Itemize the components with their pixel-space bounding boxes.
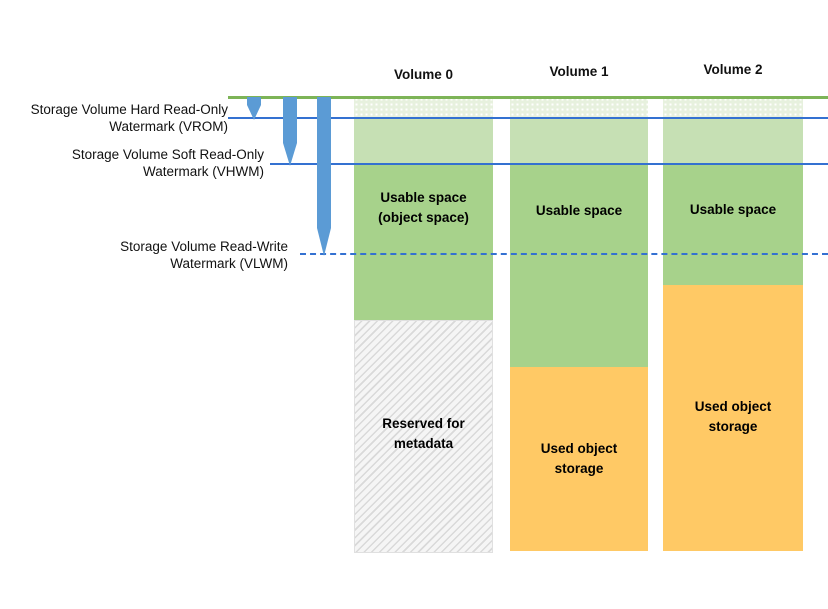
vlwm-label: Storage Volume Read-Write Watermark (VLW… xyxy=(120,238,288,272)
volume-0-reserved-label-line1: Reserved for xyxy=(382,416,465,431)
vhwm-watermark-line xyxy=(270,162,828,165)
vhwm-label: Storage Volume Soft Read-Only Watermark … xyxy=(72,146,264,180)
vhwm-pointer-icon xyxy=(283,97,297,166)
vrom-pointer-icon xyxy=(247,97,261,120)
vhwm-label-line2: Watermark (VHWM) xyxy=(143,164,264,179)
volume-2-title: Volume 2 xyxy=(703,62,763,77)
volume-0-soft-readonly-zone xyxy=(354,118,493,164)
volume-0-hard-readonly-zone xyxy=(354,97,493,118)
vrom-label-line1: Storage Volume Hard Read-Only xyxy=(30,102,228,117)
vlwm-label-line1: Storage Volume Read-Write xyxy=(120,239,288,254)
volume-1-bar: Usable space Used object storage xyxy=(510,97,648,551)
vlwm-pointer-icon xyxy=(317,97,331,256)
volume-1-used-storage-section: Used object storage xyxy=(510,367,648,551)
volume-2-used-storage-section: Used object storage xyxy=(663,285,803,551)
volume-2-soft-readonly-zone xyxy=(663,118,803,164)
vrom-label-line2: Watermark (VROM) xyxy=(109,119,228,134)
volume-1-title: Volume 1 xyxy=(549,64,609,79)
vrom-watermark-line xyxy=(228,116,828,119)
volume-0-usable-label-line1: Usable space xyxy=(380,190,467,205)
volume-0-title: Volume 0 xyxy=(393,67,454,82)
volume-2-hard-readonly-zone xyxy=(663,97,803,118)
volume-2-used-label-line1: Used object xyxy=(694,399,772,414)
volume-0-usable-space-section: Usable space (object space) xyxy=(354,164,493,320)
volume-1-used-label-line1: Used object xyxy=(540,441,618,456)
capacity-top-line xyxy=(228,96,828,99)
vlwm-label-line2: Watermark (VLWM) xyxy=(170,256,288,271)
volume-1-usable-space-section: Usable space xyxy=(510,164,648,367)
volume-2-usable-label: Usable space xyxy=(689,202,777,217)
volume-1-used-label-line2: storage xyxy=(554,461,604,476)
volume-1-hard-readonly-zone xyxy=(510,97,648,118)
volume-0-reserved-metadata-section: Reserved for metadata xyxy=(354,320,493,553)
volume-0-bar: Usable space (object space) Reserved for… xyxy=(354,97,493,553)
vrom-label: Storage Volume Hard Read-Only Watermark … xyxy=(31,101,228,135)
volume-2-used-label-line2: storage xyxy=(708,419,758,434)
volume-1-soft-readonly-zone xyxy=(510,118,648,164)
volume-0-reserved-label-line2: metadata xyxy=(393,436,454,451)
volume-2-usable-space-section: Usable space xyxy=(663,164,803,285)
vlwm-watermark-line xyxy=(300,253,828,255)
volume-1-usable-label: Usable space xyxy=(535,203,623,218)
volume-0-usable-label-line2: (object space) xyxy=(378,210,469,225)
vhwm-label-line1: Storage Volume Soft Read-Only xyxy=(71,147,264,162)
volume-2-bar: Usable space Used object storage xyxy=(663,97,803,551)
